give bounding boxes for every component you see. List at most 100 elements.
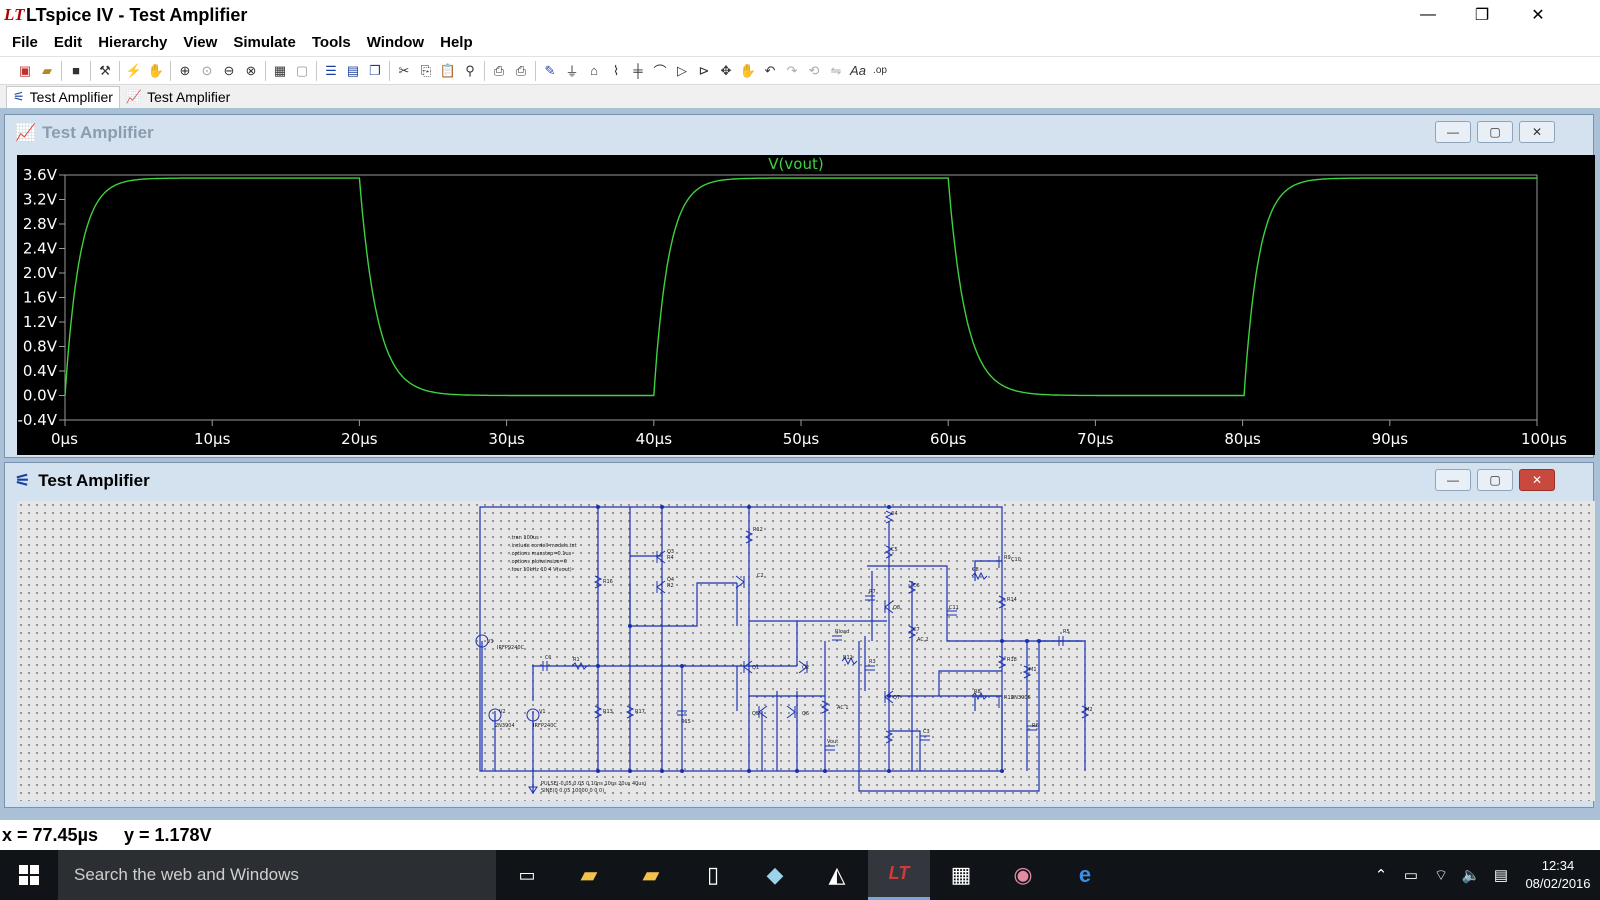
component-label[interactable]: R4 [667,555,674,561]
spice-directive[interactable]: .tran 100us [510,535,539,541]
waveform-chart[interactable]: 3.6V3.2V2.8V2.4V2.0V1.6V1.2V0.8V0.4V0.0V… [17,155,1595,455]
component-label[interactable]: V3 [487,639,494,645]
drag-icon[interactable]: ✋ [739,62,757,78]
spice-directive[interactable]: .options maxstep=0.1us [510,551,572,557]
copy-icon[interactable]: ⎘ [420,62,432,78]
component-label[interactable]: V1 [539,709,546,715]
print-icon[interactable]: ⎙ [515,62,527,78]
diode-icon[interactable]: ▷ [677,62,687,78]
component-label[interactable]: AC 2 [917,637,929,643]
component-label[interactable]: C7 [913,627,920,633]
component-label[interactable]: R7 [869,589,876,595]
tile-vertical-icon[interactable]: ▤ [346,62,360,78]
component-label[interactable]: Vout [827,739,838,745]
component-label[interactable]: R5 [1063,629,1070,635]
component-label[interactable]: R6 [1032,723,1039,729]
zoom-out-icon[interactable]: ⊖ [223,62,235,78]
component-label[interactable]: R1 [573,657,580,663]
component-label[interactable]: C6 [913,583,920,589]
menu-edit[interactable]: Edit [53,33,83,51]
cascade-icon[interactable]: ❐ [369,62,381,78]
component-label[interactable]: Q4 [667,577,674,583]
schematic-drawing[interactable]: .tran 100us .include cordell-models.txt .o… [17,501,1595,801]
schematic-close-button[interactable]: ✕ [1519,469,1555,491]
move-icon[interactable]: ✥ [720,62,732,78]
pan-icon[interactable]: ⊙ [201,62,213,78]
component-label[interactable]: Q7 [893,695,900,701]
autorange-icon[interactable]: ▦ [273,62,287,78]
inductor-icon[interactable]: ⌒ [653,64,667,79]
zoom-fit-icon[interactable]: ⊗ [245,62,257,78]
component-label[interactable]: V2 [499,709,506,715]
menu-view[interactable]: View [183,33,218,51]
notifications-icon[interactable]: ▤ [1493,867,1509,884]
component-label[interactable]: 2N3906 [1011,695,1031,701]
component-label[interactable]: Q1 [752,665,759,671]
paste-icon[interactable]: 📋 [439,62,457,78]
component-label[interactable]: C10 [1011,557,1021,563]
zoom-in-icon[interactable]: ⊕ [179,62,191,78]
component-label[interactable]: Q3 [667,549,674,555]
component-label[interactable]: IRFP9240C [497,645,525,651]
component-label[interactable]: R16 [603,579,613,585]
menu-hierarchy[interactable]: Hierarchy [98,33,168,51]
waveform-close-button[interactable]: ✕ [1519,121,1555,143]
edge-icon[interactable]: e [1078,862,1092,887]
document-icon[interactable]: ▯ [706,862,720,887]
schematic-minimize-button[interactable]: — [1435,469,1471,491]
cut-icon[interactable]: ✂ [398,62,410,78]
spice-directive-icon[interactable]: .op [873,65,887,76]
tab-waveform[interactable]: 📈 Test Amplifier [120,86,236,108]
component-label[interactable]: R18 [1007,657,1017,663]
volume-icon[interactable]: 🔈 [1461,867,1481,884]
component-label[interactable]: R15 [681,719,691,725]
clock[interactable]: 12:34 08/02/2016 [1516,857,1600,893]
minimize-button[interactable]: — [1420,6,1436,23]
component-label[interactable]: R10 [1004,695,1014,701]
tile-horizontal-icon[interactable]: ☰ [325,62,337,78]
component-label[interactable]: C5 [891,547,898,553]
waveform-maximize-button[interactable]: ▢ [1477,121,1513,143]
open-file-icon[interactable]: ▰ [42,62,52,78]
schematic-maximize-button[interactable]: ▢ [1477,469,1513,491]
control-panel-icon[interactable]: ⚒ [99,62,111,78]
component-label[interactable]: C3 [923,729,930,735]
rotate-icon[interactable]: ⟲ [808,62,820,78]
mirror-icon[interactable]: ⇋ [830,62,842,78]
redo-icon[interactable]: ↷ [786,62,798,78]
spice-directive[interactable]: .include cordell-models.txt [510,543,577,549]
component-label[interactable]: R2 [667,583,674,589]
component-label[interactable]: R11 [843,655,853,661]
component-label[interactable]: Q2 [802,665,809,671]
spice-directive[interactable]: .four 10kHz 10 4 V(vout) [510,567,572,573]
run-icon[interactable]: ⚡ [125,62,143,78]
component-label[interactable]: Q8 [893,605,900,611]
menu-help[interactable]: Help [440,33,473,51]
component-label[interactable]: IRFP240C [533,723,557,729]
menu-file[interactable]: File [12,33,38,51]
component-icon[interactable]: ⊳ [698,62,710,78]
print-preview-icon[interactable]: ⎙ [493,62,505,78]
ltspice-icon[interactable]: LT [868,850,930,900]
menu-simulate[interactable]: Simulate [233,33,296,51]
undo-icon[interactable]: ↶ [764,62,776,78]
spice-directive[interactable]: .options plotwinsize=0 [510,559,567,565]
resistor-icon[interactable]: ⌇ [612,62,620,78]
waveform-minimize-button[interactable]: — [1435,121,1471,143]
browser-fox-icon[interactable]: ◭ [828,862,846,887]
close-button[interactable]: ✕ [1531,7,1545,24]
network-icon[interactable]: ⌔ [1433,866,1449,884]
taskbar-search-input[interactable]: Search the web and Windows [58,850,496,900]
component-label[interactable]: R13 [603,709,613,715]
component-label[interactable]: R17 [635,709,645,715]
save-icon[interactable]: ■ [72,63,80,78]
menu-window[interactable]: Window [366,33,425,51]
tab-schematic[interactable]: ⚟ Test Amplifier [6,85,120,108]
file-explorer-icon[interactable]: ▰ [580,862,598,887]
component-label[interactable]: R12 [753,527,763,533]
sticky-notes-icon[interactable]: ◆ [766,862,784,887]
component-label[interactable]: Q6 [802,711,809,717]
find-icon[interactable]: ⚲ [465,62,475,78]
component-label[interactable]: R3 [869,659,876,665]
